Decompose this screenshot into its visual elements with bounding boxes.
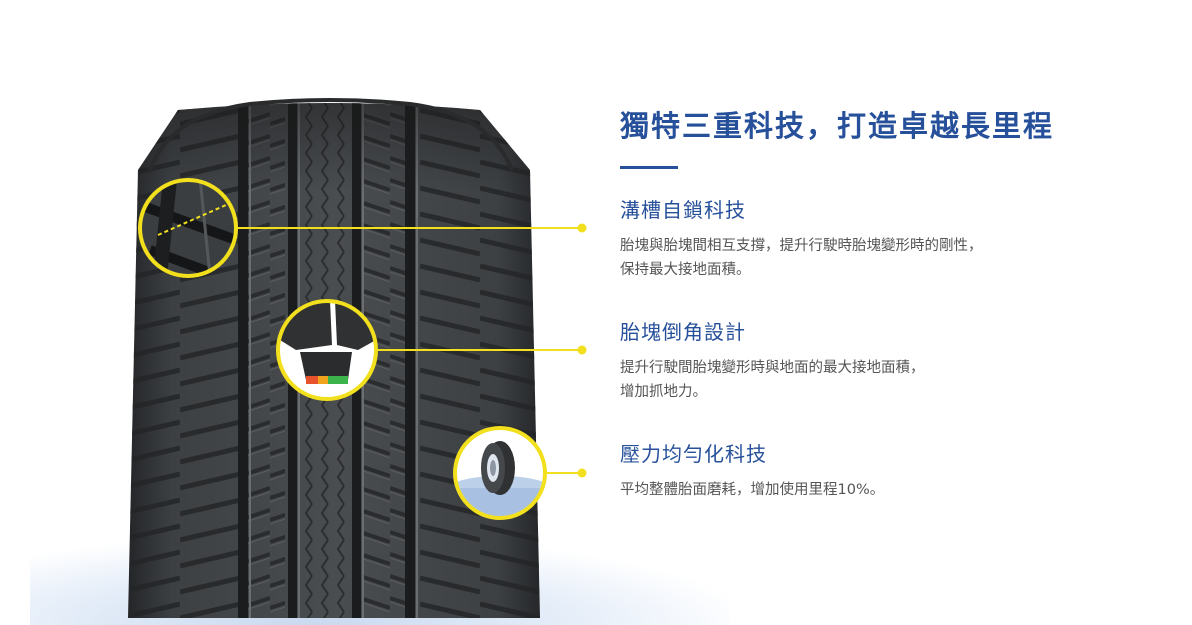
callout-dot-1 [577, 223, 587, 233]
headline-underline [620, 166, 678, 169]
headline: 獨特三重科技，打造卓越長里程 [620, 109, 1055, 143]
description-line: 增加抓地力。 [620, 384, 707, 400]
feature-title: 壓力均勻化科技 [620, 442, 767, 466]
description-line: 平均整體胎面磨耗，增加使用里程10%。 [620, 482, 885, 498]
feature-description: 平均整體胎面磨耗，增加使用里程10%。 [620, 478, 1120, 502]
feature-title: 胎塊倒角設計 [620, 320, 746, 344]
description-line: 胎塊與胎塊間相互支撐，提升行駛時胎塊變形時的剛性， [620, 238, 983, 254]
feature-panel: 獨特三重科技，打造卓越長里程 溝槽自鎖科技 胎塊與胎塊間相互支撐，提升行駛時胎塊… [620, 100, 1160, 498]
description-line: 提升行駛間胎塊變形時與地面的最大接地面積， [620, 360, 925, 376]
feature-title: 溝槽自鎖科技 [620, 198, 746, 222]
feature-groove-lock: 溝槽自鎖科技 胎塊與胎塊間相互支撐，提升行駛時胎塊變形時的剛性， 保持最大接地面… [620, 196, 1160, 282]
groove-lock-detail-icon [138, 178, 238, 278]
feature-description: 胎塊與胎塊間相互支撐，提升行駛時胎塊變形時的剛性， 保持最大接地面積。 [620, 234, 1120, 282]
callout-dot-3 [577, 468, 587, 478]
feature-block-chamfer: 胎塊倒角設計 提升行駛間胎塊變形時與地面的最大接地面積， 增加抓地力。 [620, 318, 1160, 404]
feature-description: 提升行駛間胎塊變形時與地面的最大接地面積， 增加抓地力。 [620, 356, 1120, 404]
block-chamfer-detail-icon [276, 299, 378, 401]
description-line: 保持最大接地面積。 [620, 262, 751, 278]
callout-dot-2 [577, 345, 587, 355]
feature-pressure-balance: 壓力均勻化科技 平均整體胎面磨耗，增加使用里程10%。 [620, 440, 1160, 502]
